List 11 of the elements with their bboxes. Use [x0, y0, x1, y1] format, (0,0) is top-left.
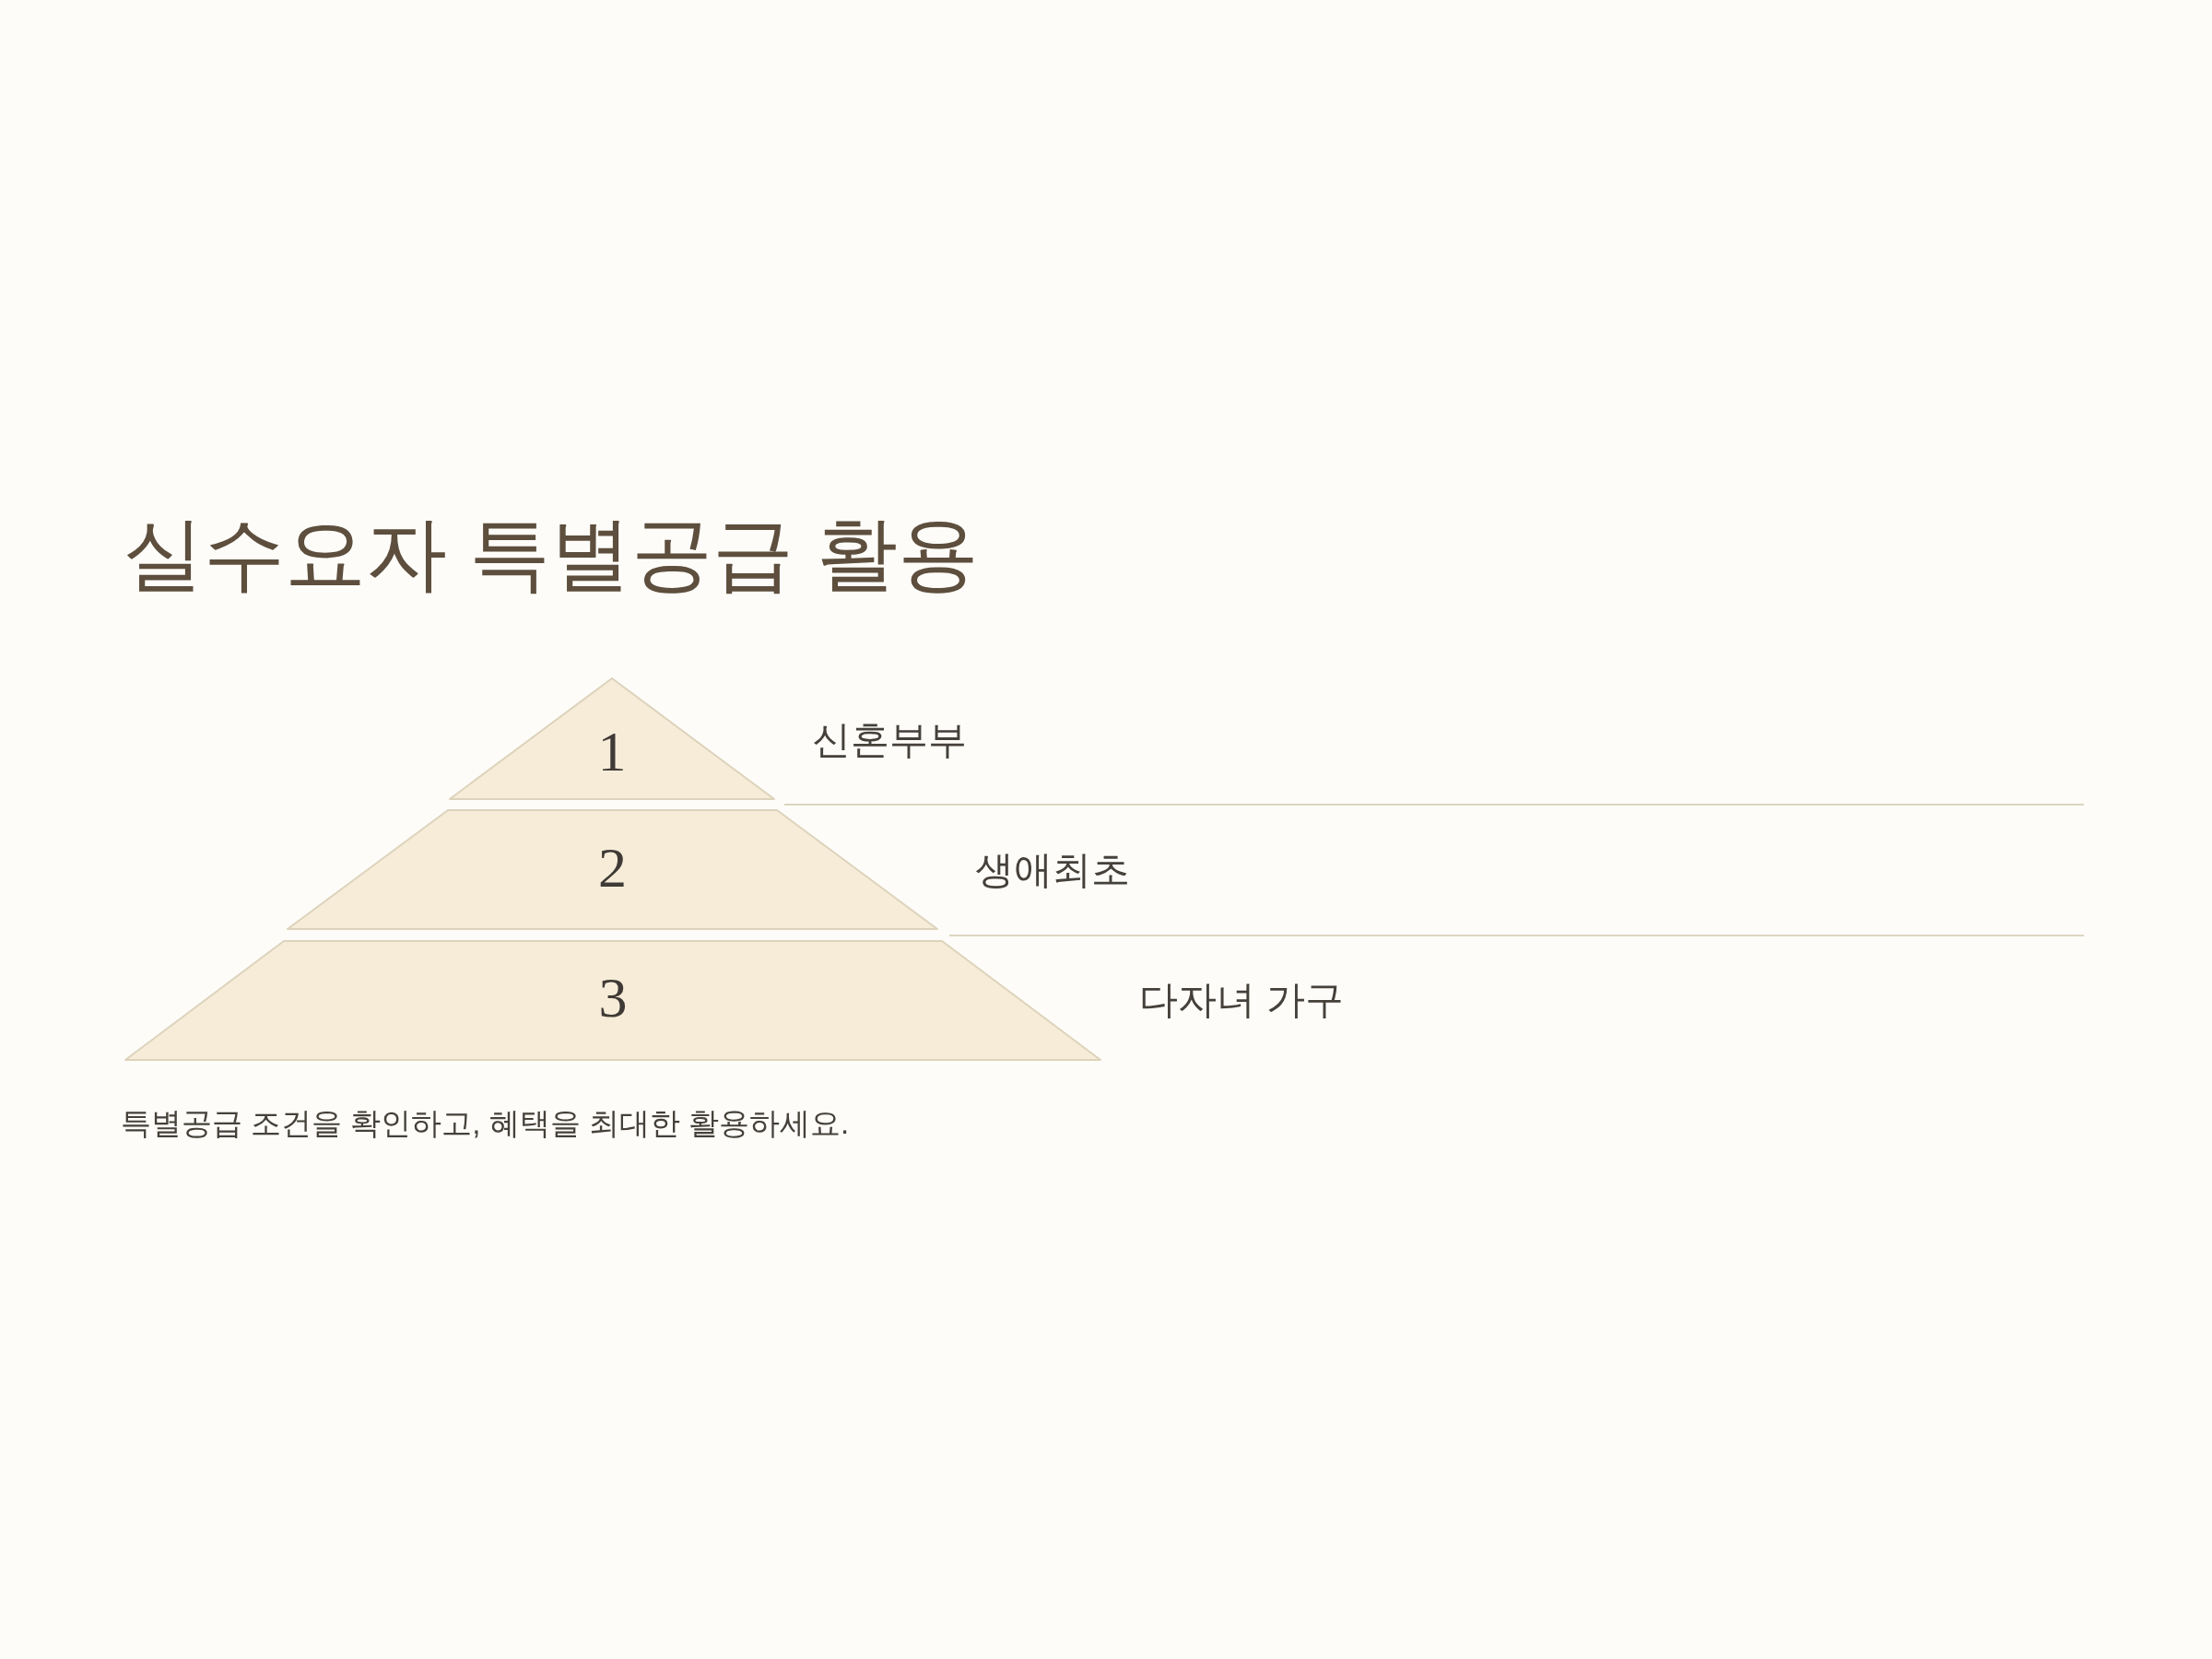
- pyramid-tier: [449, 677, 775, 800]
- title: 실수요자 특별공급 활용: [123, 507, 979, 601]
- tier-number: 1: [597, 722, 627, 780]
- tier-label: 생애최초: [975, 846, 1130, 893]
- caption: 특별공급 조건을 확인하고, 혜택을 최대한 활용하세요.: [121, 1105, 850, 1142]
- tier-number: 2: [598, 838, 627, 896]
- pyramid-tier: [124, 940, 1101, 1061]
- pyramid-tier: [287, 809, 938, 930]
- tier-label: 다자녀 가구: [1139, 976, 1344, 1023]
- tier-label: 신혼부부: [812, 716, 967, 763]
- tier-number: 3: [598, 968, 628, 1026]
